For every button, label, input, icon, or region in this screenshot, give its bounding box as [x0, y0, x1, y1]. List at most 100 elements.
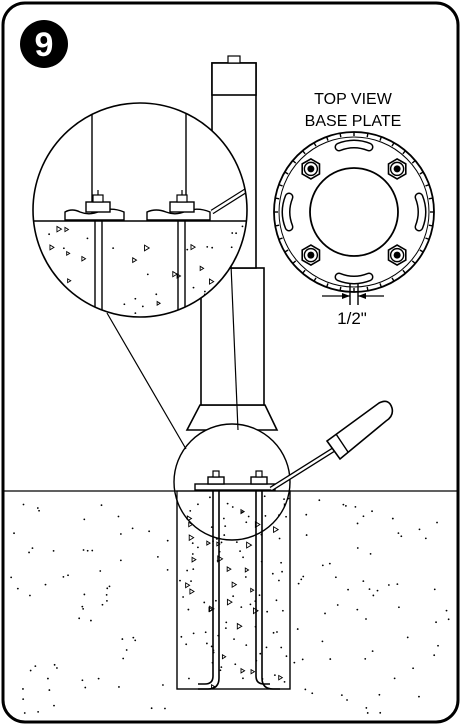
- soil-dot: [188, 677, 190, 680]
- soil-dot: [100, 504, 103, 507]
- soil-dot: [52, 549, 55, 552]
- top-view-title-line1: TOP VIEW: [314, 91, 393, 108]
- soil-dot: [192, 286, 195, 289]
- soil-dot: [240, 606, 243, 609]
- soil-dot: [300, 578, 303, 581]
- soil-dot: [182, 596, 184, 598]
- soil-dot: [112, 247, 115, 250]
- plate-notch: [313, 277, 317, 282]
- soil-dot: [362, 580, 365, 582]
- soil-dot: [67, 574, 69, 577]
- soil-dot: [400, 535, 403, 538]
- aggregate-mark: [188, 534, 195, 542]
- soil-dot: [148, 530, 151, 533]
- zoom-detail-circle: [32, 102, 248, 318]
- base-plate-notches: [274, 132, 434, 292]
- soil-dot: [231, 232, 234, 234]
- soil-dot: [117, 515, 120, 518]
- base-plate-outer-ring-inner: [278, 136, 430, 288]
- soil-dot: [53, 704, 55, 707]
- soil-dot: [365, 707, 368, 709]
- soil-dot: [393, 677, 396, 680]
- soil-dot: [293, 661, 296, 664]
- aggregate-mark: [185, 582, 191, 589]
- zoom-connector-right: [230, 264, 239, 431]
- soil-dot: [280, 561, 283, 564]
- aggregate-mark: [172, 270, 178, 278]
- soil-dot: [247, 515, 250, 518]
- soil-dot: [118, 686, 120, 688]
- top-view-base-plate: TOP VIEW BASE PLATE: [273, 91, 435, 328]
- plate-notch: [411, 260, 416, 264]
- soil-dot: [296, 628, 299, 630]
- aggregate-mark: [250, 587, 255, 593]
- soil-dot: [156, 555, 159, 558]
- aggregate-mark: [67, 278, 72, 284]
- soil-dot: [424, 537, 427, 540]
- soil-dot: [22, 698, 25, 701]
- soil-dot: [164, 707, 166, 710]
- soil-dot: [232, 595, 235, 598]
- soil-dot: [318, 499, 321, 502]
- soil-dot: [371, 650, 374, 652]
- soil-dot: [191, 553, 194, 555]
- plate-bolt: [301, 157, 321, 180]
- plate-notch: [402, 150, 406, 155]
- soil-dot: [371, 510, 373, 513]
- soil-dot: [259, 652, 262, 655]
- dimension-label: 1/2": [337, 309, 367, 328]
- soil-dot: [376, 589, 379, 592]
- soil-dot: [10, 576, 13, 579]
- plate-notch: [284, 171, 289, 175]
- soil-dot: [90, 619, 92, 622]
- soil-dot: [83, 593, 86, 596]
- soil-dot: [297, 582, 300, 585]
- soil-dot: [134, 639, 137, 642]
- soil-dot: [189, 509, 192, 512]
- zoom-connector-left: [106, 312, 187, 450]
- soil-dot: [278, 579, 280, 582]
- soil-dot: [387, 584, 390, 586]
- soil-dot: [209, 496, 211, 499]
- soil-dot: [81, 605, 84, 608]
- soil-dot: [242, 556, 244, 559]
- soil-dot: [264, 515, 267, 517]
- soil-dot: [418, 695, 420, 698]
- plate-notch: [292, 160, 297, 164]
- soil-dot: [362, 515, 365, 518]
- soil-dot: [219, 669, 222, 672]
- soil-dot: [108, 585, 111, 588]
- soil-dot: [105, 593, 108, 596]
- aggregate-mark: [66, 250, 71, 257]
- soil-dot: [186, 569, 189, 572]
- soil-dot: [241, 225, 244, 228]
- step-badge-circle: [20, 20, 68, 68]
- aggregate-mark: [132, 257, 138, 264]
- aggregate-mark: [190, 243, 197, 251]
- plate-notch: [339, 133, 342, 138]
- soil-dot: [34, 665, 37, 668]
- plate-notch: [379, 283, 383, 288]
- soil-dot: [97, 677, 100, 680]
- soil-dot: [166, 568, 169, 571]
- soil-dot: [28, 551, 30, 554]
- soil-dot: [235, 541, 238, 544]
- soil-dot: [447, 618, 450, 621]
- soil-dot: [275, 599, 278, 602]
- aggregate-mark: [81, 255, 87, 262]
- aggregate-mark: [49, 244, 55, 251]
- aggregate-mark: [244, 567, 250, 573]
- soil-dot: [150, 707, 153, 710]
- soil-dot: [334, 576, 337, 579]
- soil-dot: [342, 503, 345, 506]
- step-number: 9: [35, 26, 54, 64]
- soil-dot: [121, 638, 124, 640]
- soil-dot: [435, 621, 437, 624]
- soil-dot: [99, 570, 102, 572]
- soil-dot: [86, 549, 89, 552]
- soil-dot: [206, 246, 209, 248]
- plate-notch: [278, 237, 283, 241]
- soil-dot: [418, 528, 421, 531]
- soil-dot: [321, 640, 324, 643]
- soil-dot: [397, 532, 400, 535]
